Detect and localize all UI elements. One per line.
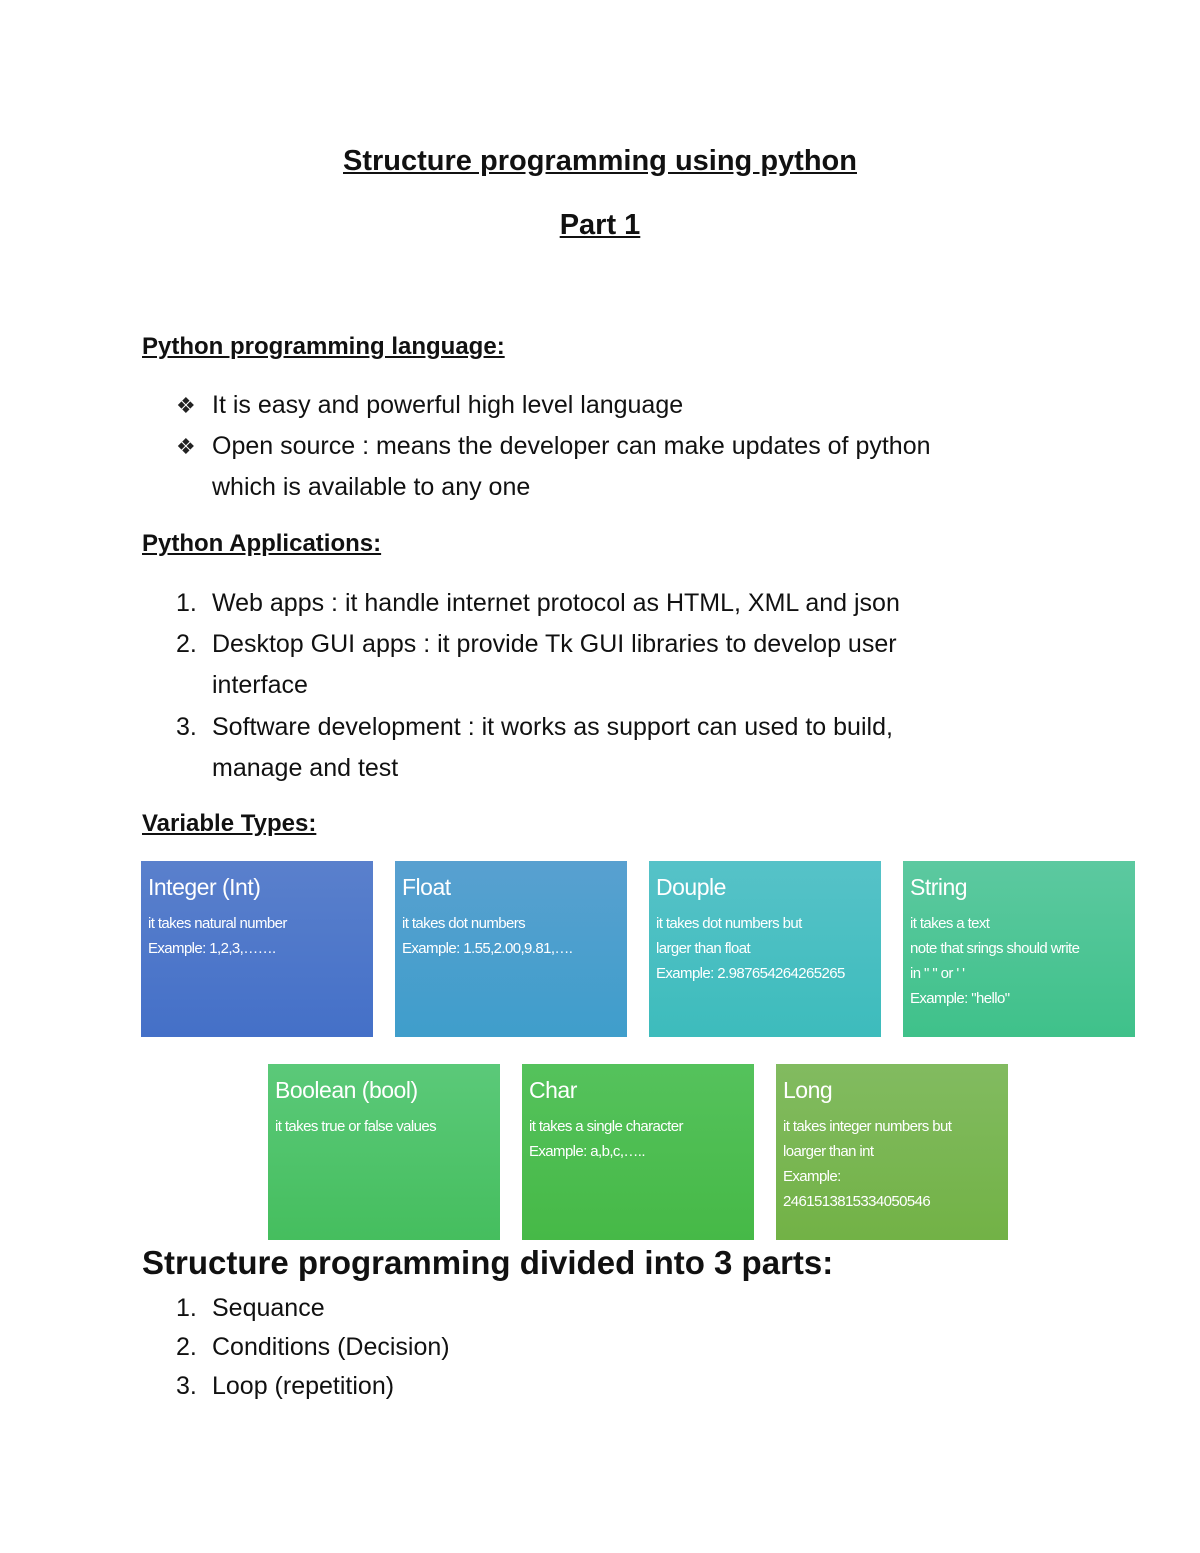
variable-type-line: it takes natural number bbox=[148, 915, 287, 932]
list-number: 1. bbox=[176, 589, 197, 617]
variable-type-line: it takes integer numbers but bbox=[783, 1118, 952, 1135]
list-text: Desktop GUI apps : it provide Tk GUI lib… bbox=[212, 630, 897, 658]
list-text-continuation: interface bbox=[212, 671, 308, 699]
variable-type-line: note that srings should write bbox=[910, 940, 1080, 957]
variable-type-box-long: Long it takes integer numbers but loarge… bbox=[776, 1064, 1008, 1240]
variable-type-line: it takes a single character bbox=[529, 1118, 683, 1135]
section-heading-structure: Structure programming divided into 3 par… bbox=[142, 1244, 834, 1281]
variable-type-title: Integer (Int) bbox=[148, 874, 261, 900]
list-item: 2. Conditions (Decision) bbox=[0, 1327, 1200, 1368]
variable-type-line: it takes dot numbers but bbox=[656, 915, 802, 932]
list-item: 1. Web apps : it handle internet protoco… bbox=[0, 583, 1200, 624]
variable-type-line: it takes a text bbox=[910, 915, 990, 932]
variable-type-line: loarger than int bbox=[783, 1143, 874, 1160]
variable-type-line: it takes true or false values bbox=[275, 1118, 437, 1135]
bullet-text-continuation: which is available to any one bbox=[212, 473, 531, 501]
variable-type-box-string: String it takes a text note that srings … bbox=[903, 861, 1135, 1037]
list-text: Web apps : it handle internet protocol a… bbox=[212, 589, 900, 617]
list-number: 2. bbox=[176, 1333, 197, 1361]
variable-type-title: Boolean (bool) bbox=[275, 1077, 418, 1103]
variable-type-title: Char bbox=[529, 1077, 577, 1103]
variable-type-line: Example: bbox=[783, 1168, 841, 1185]
list-number: 3. bbox=[176, 713, 197, 741]
diamond-bullet-icon: ❖ bbox=[176, 393, 196, 418]
variable-type-line: Example: "hello" bbox=[910, 990, 1010, 1007]
document-subtitle: Part 1 bbox=[559, 209, 641, 241]
list-text: Loop (repetition) bbox=[212, 1372, 395, 1400]
variable-type-title: Long bbox=[783, 1077, 833, 1103]
variable-type-line: 2461513815334050546 bbox=[783, 1193, 931, 1210]
variable-type-title: Douple bbox=[656, 874, 726, 900]
variable-type-line: larger than float bbox=[656, 940, 751, 957]
section-heading-language: Python programming language: bbox=[142, 333, 505, 360]
variable-type-box-char: Char it takes a single character Example… bbox=[522, 1064, 754, 1240]
section-heading-variables: Variable Types: bbox=[142, 810, 317, 837]
list-number: 2. bbox=[176, 630, 197, 658]
list-text: Conditions (Decision) bbox=[212, 1333, 450, 1361]
list-item: 1. Sequance bbox=[0, 1288, 1200, 1329]
bullet-text: It is easy and powerful high level langu… bbox=[212, 391, 684, 419]
list-item: 3. Loop (repetition) bbox=[0, 1366, 1200, 1407]
section-heading-applications: Python Applications: bbox=[142, 530, 382, 557]
list-text-continuation: manage and test bbox=[212, 754, 399, 782]
list-number: 1. bbox=[176, 1294, 197, 1322]
list-text: Software development : it works as suppo… bbox=[212, 713, 893, 741]
variable-type-box-douple: Douple it takes dot numbers but larger t… bbox=[649, 861, 881, 1037]
bullet-item: ❖ It is easy and powerful high level lan… bbox=[0, 385, 1200, 426]
bullet-text: Open source : means the developer can ma… bbox=[212, 432, 931, 460]
list-number: 3. bbox=[176, 1372, 197, 1400]
variable-type-box-integer: Integer (Int) it takes natural number Ex… bbox=[141, 861, 373, 1037]
list-item: 3. Software development : it works as su… bbox=[0, 707, 1200, 789]
diamond-bullet-icon: ❖ bbox=[176, 434, 196, 459]
variable-type-line: Example: 1,2,3,……. bbox=[148, 940, 276, 957]
variable-type-line: Example: a,b,c,….. bbox=[529, 1143, 646, 1160]
variable-type-line: Example: 1.55,2.00,9.81,…. bbox=[402, 940, 573, 957]
bullet-item: ❖ Open source : means the developer can … bbox=[0, 426, 1200, 508]
variable-type-box-float: Float it takes dot numbers Example: 1.55… bbox=[395, 861, 627, 1037]
variable-type-line: in " " or ' ' bbox=[910, 965, 965, 982]
variable-type-line: Example: 2.987654264265265 bbox=[656, 965, 845, 982]
list-text: Sequance bbox=[212, 1294, 325, 1322]
variable-type-box-boolean: Boolean (bool) it takes true or false va… bbox=[268, 1064, 500, 1240]
list-item: 2. Desktop GUI apps : it provide Tk GUI … bbox=[0, 624, 1200, 706]
variable-type-line: it takes dot numbers bbox=[402, 915, 526, 932]
variable-type-title: String bbox=[910, 874, 968, 900]
document-title: Structure programming using python bbox=[343, 145, 857, 177]
variable-type-title: Float bbox=[402, 874, 451, 900]
